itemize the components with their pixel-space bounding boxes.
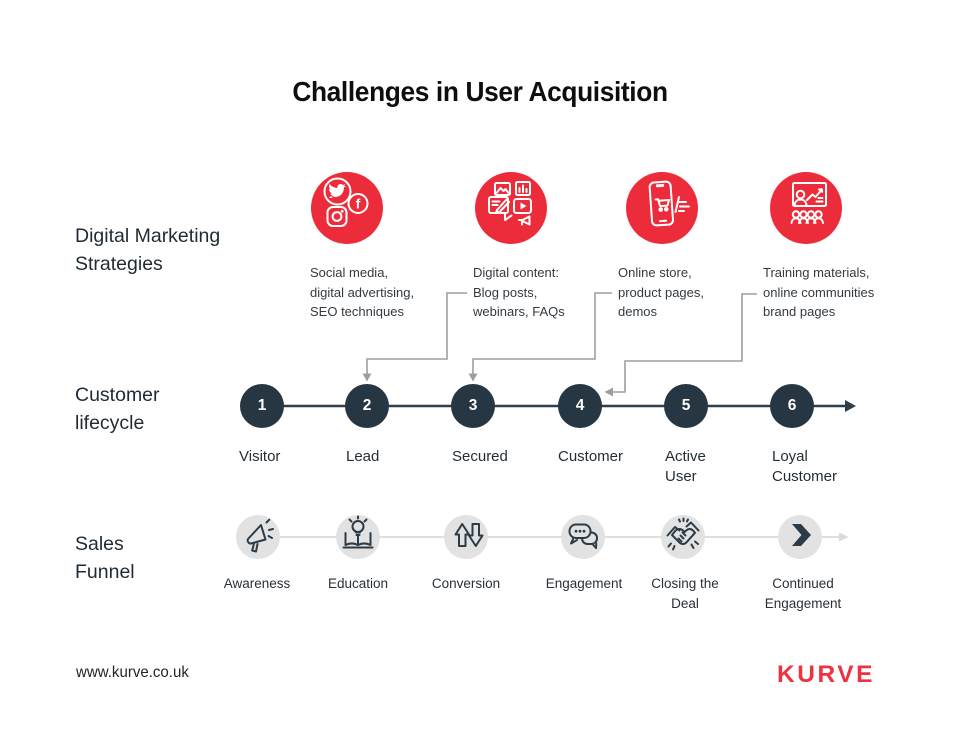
lifecycle-stage-badge: 2	[345, 384, 389, 428]
funnel-arrow-icon	[839, 532, 849, 542]
strategy-item: f	[311, 172, 383, 244]
strategy-caption: Online store, product pages, demos	[618, 265, 705, 319]
stage-number: 1	[257, 397, 267, 414]
funnel-stage	[444, 515, 488, 559]
funnel-stage-label: Closing the Deal	[651, 576, 719, 611]
kurve-logo: KURVE	[777, 661, 875, 688]
page-title: Challenges in User Acquisition	[292, 76, 668, 107]
funnel-stage-label: Education	[327, 576, 389, 591]
online-store-icon	[626, 170, 698, 247]
funnel-stage	[236, 515, 280, 559]
conversion-arrows-icon	[444, 513, 488, 562]
stage-number: 6	[787, 397, 797, 414]
strategy-caption: Training materials, online communities b…	[763, 265, 875, 319]
strategy-item	[770, 172, 842, 244]
lifecycle-stage-label: Loyal Customer	[772, 448, 838, 485]
strategy-caption: Social media, digital advertising, SEO t…	[310, 265, 415, 319]
lifecycle-arrow-icon	[845, 400, 856, 412]
megaphone-icon	[236, 513, 280, 562]
lifecycle-stage-label: Customer	[558, 448, 624, 465]
funnel-stage-label: Continued Engagement	[764, 576, 842, 611]
funnel-stage-label: Conversion	[431, 576, 501, 591]
down-arrow-icon	[362, 373, 372, 382]
row-label-lifecycle: Customer lifecycle	[75, 384, 160, 434]
left-arrow-icon	[604, 387, 613, 397]
lifecycle-stage-label: Secured	[452, 448, 508, 465]
funnel-stage-label: Engagement	[545, 576, 623, 591]
funnel-stage	[336, 515, 380, 559]
funnel-stage	[561, 515, 605, 559]
funnel-stage	[661, 515, 705, 559]
lifecycle-stage-badge: 5	[664, 384, 708, 428]
caption-connectors	[366, 292, 757, 393]
stage-number: 2	[362, 397, 372, 414]
funnel-stage	[778, 515, 822, 559]
digital-content-icon	[475, 170, 547, 247]
connector-to-stage-2	[366, 292, 467, 374]
stage-number: 3	[468, 397, 478, 414]
strategy-item	[475, 172, 547, 244]
chat-bubbles-icon	[561, 513, 605, 562]
social-media-icon: f	[311, 170, 383, 247]
strategy-item	[626, 172, 698, 244]
lifecycle-stage-badge: 3	[451, 384, 495, 428]
lifecycle-stage-label: Lead	[346, 448, 380, 465]
lifecycle-stage-label: Visitor	[239, 448, 281, 465]
stage-number: 4	[575, 397, 585, 414]
chevron-right-icon	[778, 513, 822, 562]
funnel-stage-label: Awareness	[223, 576, 291, 591]
lifecycle-stage-badge: 1	[240, 384, 284, 428]
lifecycle-stage-badge: 6	[770, 384, 814, 428]
connector-to-stage-3	[472, 292, 612, 374]
row-label-strategies: Digital Marketing Strategies	[75, 225, 221, 275]
lifecycle-stage-label: Active User	[665, 448, 706, 485]
education-book-icon	[336, 513, 380, 562]
website-url: www.kurve.co.uk	[76, 664, 189, 681]
handshake-icon	[661, 513, 705, 562]
stage-number: 5	[681, 397, 691, 414]
strategy-caption: Digital content: Blog posts, webinars, F…	[473, 265, 565, 319]
row-label-funnel: Sales Funnel	[75, 533, 135, 583]
connector-to-stage-4	[613, 293, 757, 393]
svg-text:f: f	[356, 195, 361, 211]
lifecycle-stage-badge: 4	[558, 384, 602, 428]
training-materials-icon	[770, 170, 842, 247]
down-arrow-icon	[468, 373, 478, 382]
